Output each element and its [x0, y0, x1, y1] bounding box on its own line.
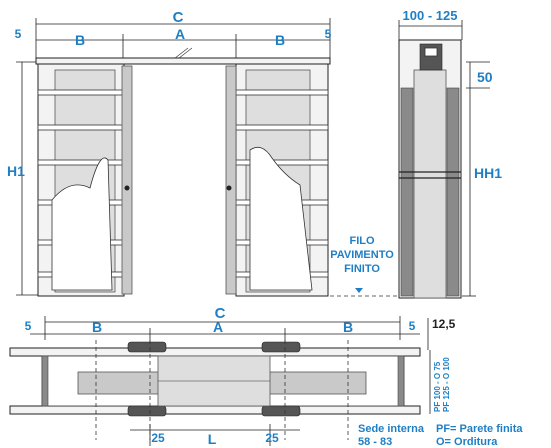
- floor-label-3: FINITO: [344, 263, 380, 275]
- plan-label-c: C: [215, 305, 226, 322]
- plan-label-12-5: 12,5: [432, 317, 456, 331]
- plan-view: C B A B 5 5 12,5: [9, 305, 456, 447]
- right-cutaway: [249, 146, 313, 291]
- floor-label-2: PAVIMENTO: [330, 249, 394, 261]
- front-label-b-right: B: [275, 32, 285, 48]
- front-label-b-left: B: [75, 32, 85, 48]
- side-label-width: 100 - 125: [403, 8, 458, 23]
- side-door: [413, 69, 447, 299]
- side-stud-left: [400, 87, 414, 297]
- front-label-5-right: 5: [325, 27, 332, 41]
- front-label-5-left: 5: [15, 27, 22, 41]
- front-view: C B A B 5 5 H1: [7, 9, 400, 297]
- legend: Sede interna 58 - 83 PF= Parete finita O…: [358, 423, 523, 448]
- front-label-h1: H1: [7, 163, 25, 179]
- plan-label-pf-125: PF 125 - O 100: [442, 357, 451, 412]
- side-view: 100 - 125 50 HH1 FILO PAVIMENTO FINITO: [330, 8, 502, 299]
- plan-guide-bottom-left: [127, 405, 167, 417]
- plan-label-b-right: B: [343, 319, 353, 335]
- legend-o-note: O= Orditura: [436, 436, 498, 448]
- side-label-hh1: HH1: [474, 165, 502, 181]
- floor-label-1: FILO: [349, 235, 374, 247]
- legend-sede-interna: Sede interna: [358, 423, 425, 435]
- header-rail: [35, 57, 331, 65]
- left-handle: [124, 185, 130, 191]
- plan-guide-top-right: [261, 341, 301, 353]
- right-handle: [226, 185, 232, 191]
- side-roller: [424, 47, 438, 57]
- side-label-50: 50: [477, 69, 493, 85]
- plan-end-right: [397, 355, 405, 407]
- plan-label-b-left: B: [92, 319, 102, 335]
- plan-wall-bottom: [9, 405, 421, 415]
- plan-label-25-right: 25: [265, 431, 279, 445]
- front-label-c: C: [173, 9, 184, 26]
- right-door-edge: [225, 65, 237, 295]
- plan-label-a: A: [213, 319, 223, 335]
- left-door-edge: [121, 65, 133, 295]
- plan-guide-top-left: [127, 341, 167, 353]
- plan-end-left: [41, 355, 49, 407]
- side-stud-right: [446, 87, 460, 297]
- plan-label-l: L: [208, 431, 217, 447]
- plan-label-pf-100: PF 100 - O 75: [433, 361, 442, 412]
- left-cutaway: [51, 157, 113, 291]
- front-label-a: A: [175, 26, 185, 42]
- legend-sede-range: 58 - 83: [358, 436, 392, 448]
- plan-label-5-left: 5: [25, 319, 32, 333]
- plan-guide-bottom-right: [261, 405, 301, 417]
- plan-door-right: [255, 371, 367, 395]
- plan-label-5-right: 5: [409, 319, 416, 333]
- plan-label-25-left: 25: [151, 431, 165, 445]
- legend-pf-note: PF= Parete finita: [436, 423, 523, 435]
- floor-marker: [355, 288, 363, 293]
- plan-wall-top: [9, 347, 421, 357]
